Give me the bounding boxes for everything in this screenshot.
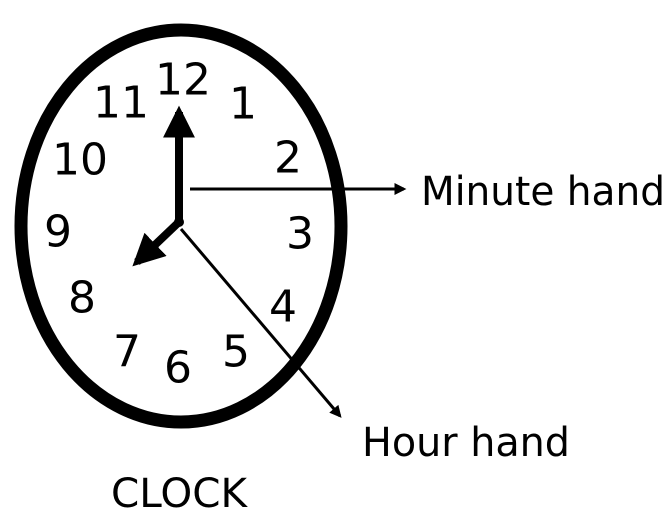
numeral-10: 10 xyxy=(52,135,108,186)
numeral-2: 2 xyxy=(274,133,302,184)
numeral-1: 1 xyxy=(229,79,257,130)
numeral-8: 8 xyxy=(68,273,96,324)
numeral-3: 3 xyxy=(286,209,314,260)
numeral-6: 6 xyxy=(164,343,192,394)
numeral-5: 5 xyxy=(222,327,250,378)
numeral-9: 9 xyxy=(44,207,72,258)
numeral-7: 7 xyxy=(113,327,141,378)
numeral-12: 12 xyxy=(155,55,211,106)
numeral-11: 11 xyxy=(93,78,149,129)
clock-center-pin xyxy=(174,217,184,227)
numeral-4: 4 xyxy=(269,282,297,333)
diagram-caption: CLOCK xyxy=(111,471,249,517)
hour-hand-label: Hour hand xyxy=(362,420,570,466)
minute-hand-label: Minute hand xyxy=(421,169,665,215)
